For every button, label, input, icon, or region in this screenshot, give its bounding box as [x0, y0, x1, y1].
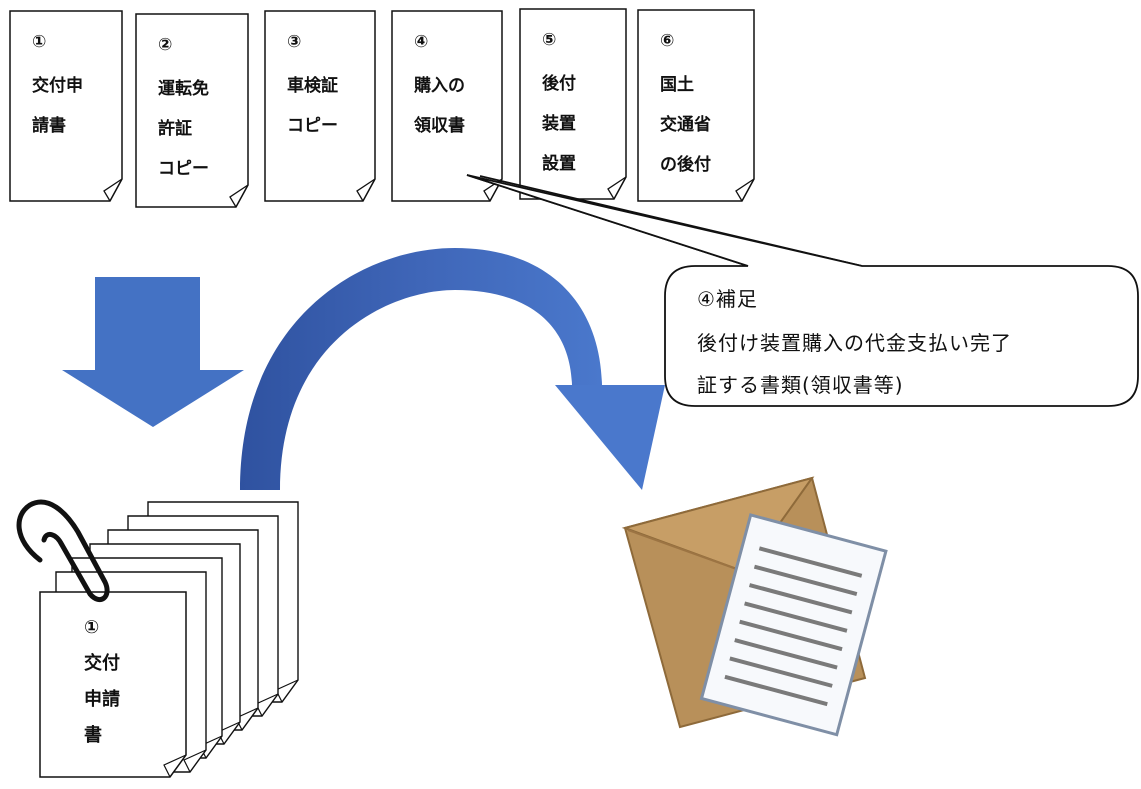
document-label-line: コピー	[287, 116, 338, 136]
document-label-line: 設置	[542, 153, 576, 174]
document-number: ⑥	[660, 31, 674, 51]
stack-front-page	[39, 591, 187, 778]
down-arrow-icon	[62, 277, 244, 427]
curved-arrow-icon	[240, 248, 665, 490]
document-label-line: 後付	[542, 73, 576, 94]
stack-front-label-line: 書	[84, 725, 102, 746]
document-number: ②	[158, 35, 172, 55]
paper-line	[729, 656, 833, 688]
envelope-with-paper-icon	[621, 476, 888, 737]
document-label-line: 交付申	[32, 75, 83, 96]
paper-line	[753, 564, 858, 597]
document-label-line: コピー	[158, 159, 209, 179]
document-label-line: 許証	[158, 118, 192, 139]
document-label-line: 交通省	[660, 114, 711, 135]
document-cards: ①交付申請書②運転免許証コピー③車検証コピー④購入の領収書⑤後付装置設置⑥国土交…	[9, 8, 755, 208]
stack-front-label-line: 申請	[84, 688, 120, 710]
paperclip-icon	[16, 499, 110, 602]
document-label-line: 国土	[660, 74, 694, 95]
document-label-line: 装置	[541, 113, 576, 134]
document-label-line: 運転免	[158, 78, 209, 99]
paper-line	[744, 601, 848, 633]
paper-line	[724, 674, 828, 707]
document-label-line: 領収書	[414, 115, 465, 136]
document-label-line: 購入の	[414, 75, 465, 96]
document-number: ③	[287, 32, 301, 52]
document-number: ⑤	[542, 30, 556, 50]
paper-line	[734, 638, 838, 670]
stack-front-label-line: 交付	[84, 652, 120, 674]
callout-line-2: 証する書類(領収書等)	[697, 373, 904, 397]
paper-line	[748, 583, 853, 615]
paper-line	[758, 546, 863, 578]
document-label-line: 車検証	[287, 75, 338, 96]
callout-line-1: 後付け装置購入の代金支払い完了	[697, 331, 1012, 355]
paper-line	[739, 619, 843, 652]
document-number: ④	[414, 32, 428, 52]
document-number: ①	[32, 32, 46, 52]
document-label-line: 請書	[32, 115, 66, 136]
document-label-line: の後付	[660, 154, 711, 175]
callout-title: ④補足	[697, 287, 758, 311]
stack-front-number: ①	[84, 617, 99, 638]
callout-bubble: ④補足 後付け装置購入の代金支払い完了 証する書類(領収書等)	[466, 174, 1139, 407]
